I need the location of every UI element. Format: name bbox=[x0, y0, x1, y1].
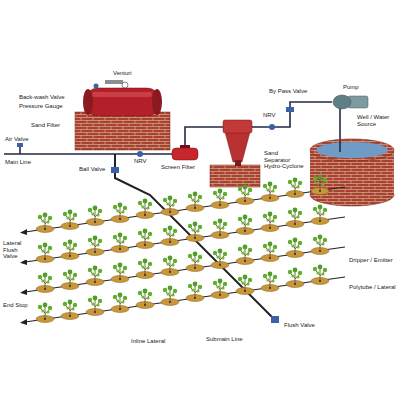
flush-valve bbox=[271, 316, 279, 323]
screen-filter bbox=[172, 145, 198, 160]
lateral-lines bbox=[25, 187, 345, 322]
air-valve bbox=[17, 142, 23, 147]
part-label: Inline Lateral bbox=[130, 338, 166, 345]
part-label: Lateral Flush Valve bbox=[2, 240, 28, 260]
part-label: By Pass Valve bbox=[268, 88, 308, 95]
part-label: Main Line bbox=[4, 159, 32, 166]
part-label: Dripper / Emitter bbox=[348, 257, 398, 264]
part-label: End Stop bbox=[2, 302, 29, 309]
plant-rows bbox=[36, 175, 329, 323]
part-label: Back-wash Valve bbox=[18, 94, 66, 101]
part-label: Ball Valve bbox=[78, 166, 106, 173]
ball-valve bbox=[111, 167, 119, 173]
part-label: Well / Water Source bbox=[356, 114, 398, 127]
part-label: Submain Line bbox=[205, 336, 244, 343]
nrv-valve bbox=[137, 151, 143, 157]
part-label: Venturi bbox=[112, 70, 133, 77]
pump bbox=[286, 95, 368, 112]
sand-filter bbox=[75, 80, 170, 150]
part-label: Polytube / Lateral bbox=[348, 284, 398, 291]
part-label: Air Valve bbox=[4, 136, 30, 143]
nrv-valve bbox=[269, 124, 275, 130]
part-label: Sand Separator Hydro-Cyclone bbox=[263, 150, 307, 170]
part-label: NRV bbox=[133, 158, 148, 165]
hydro-cyclone bbox=[210, 120, 260, 187]
part-label: Sand Filter bbox=[30, 122, 61, 129]
part-label: Flush Valve bbox=[283, 322, 316, 329]
part-label: Pressure Gauge bbox=[18, 103, 64, 110]
well-water-source bbox=[310, 139, 394, 206]
part-label: Screen Filter bbox=[160, 164, 196, 171]
part-label: NRV bbox=[262, 112, 277, 119]
part-label: Pump bbox=[342, 84, 360, 91]
